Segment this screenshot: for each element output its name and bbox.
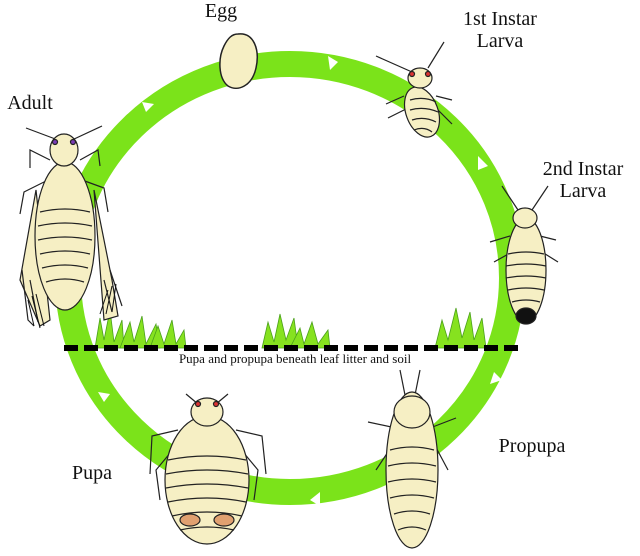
- arrow-icon: [310, 492, 320, 506]
- cycle-ring: [55, 51, 525, 505]
- adult-label: Adult: [7, 92, 53, 114]
- grass-icon: [94, 307, 487, 349]
- arrow-icon: [478, 156, 488, 170]
- first-instar-label-line2: Larva: [476, 30, 524, 52]
- second-instar-label-line1: 2nd Instar: [542, 158, 624, 180]
- arrow-icon: [98, 392, 110, 402]
- egg-icon: [219, 33, 258, 89]
- second-instar-larva-icon: [489, 185, 559, 325]
- arrow-icon: [328, 56, 338, 70]
- pupa-label: Pupa: [72, 462, 112, 484]
- first-instar-larva-icon: [375, 41, 453, 138]
- wing-fringe: [27, 283, 117, 329]
- first-instar-label: 1st Instar Larva: [440, 8, 560, 52]
- propupa-icon: [367, 369, 457, 549]
- second-instar-label-line2: Larva: [559, 180, 607, 202]
- soil-caption: Pupa and propupa beneath leaf litter and…: [178, 351, 412, 366]
- pupa-icon: [149, 393, 267, 545]
- second-instar-label: 2nd Instar Larva: [528, 158, 638, 202]
- first-instar-label-line1: 1st Instar: [463, 8, 537, 30]
- egg-label: Egg: [204, 0, 238, 22]
- arrow-icon: [490, 372, 502, 384]
- arrow-icon: [142, 102, 154, 112]
- cycle-arrows: [98, 56, 502, 506]
- propupa-label: Propupa: [498, 435, 566, 457]
